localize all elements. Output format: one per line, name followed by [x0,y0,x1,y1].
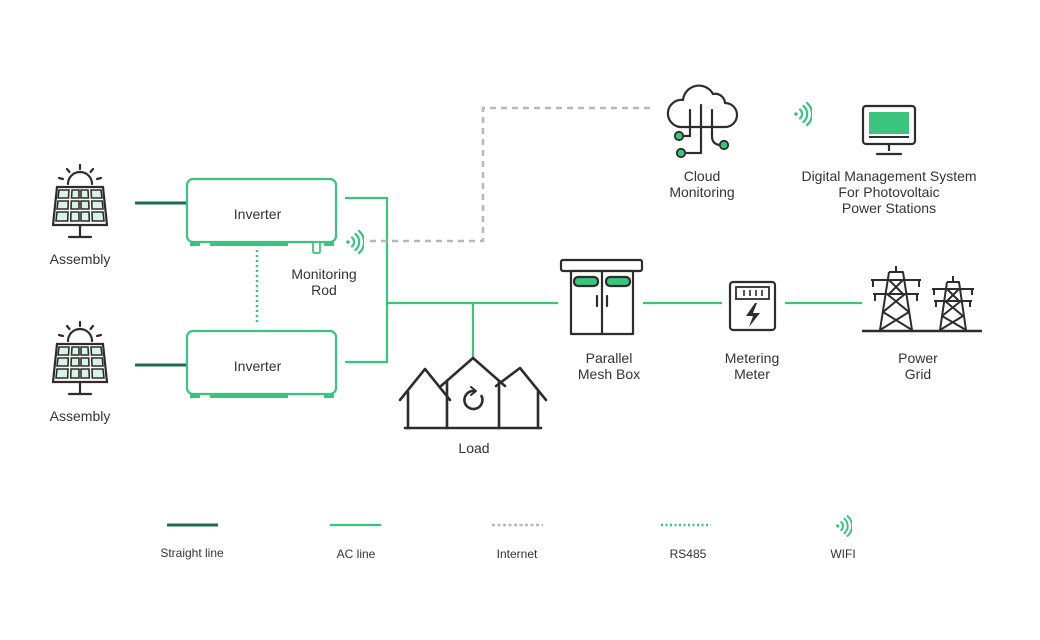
digital-management-label: Digital Management System For Photovolta… [801,168,977,216]
load-label: Load [458,440,490,456]
cloud-monitoring-label: Cloud Monitoring [669,168,735,200]
wifi-signal-icon [834,515,852,537]
assembly-bottom-label: Assembly [49,408,111,424]
legend-label-ac-line: AC line [336,547,376,561]
monitor-icon [861,104,917,156]
legend-label-wifi: WIFI [830,547,856,561]
solar-panel-icon [51,163,109,239]
wifi-signal-icon [793,102,812,126]
monitoring-rod-label: Monitoring Rod [291,266,357,298]
legend [167,515,852,537]
legend-label-rs485: RS485 [669,547,707,561]
legend-label-straight-line: Straight line [160,546,224,560]
legend-label-internet: Internet [496,547,538,561]
internet-line [370,106,655,243]
inverter-box-bottom [185,329,338,398]
assembly-top-label: Assembly [49,251,111,267]
power-tower-icon [862,266,982,333]
solar-panel-icon [51,320,109,396]
metering-meter-label: Metering Meter [724,350,780,382]
houses-icon [398,356,548,430]
distribution-cabinet-icon [559,258,644,336]
wifi-signal-icon [345,230,364,254]
inverter-top-label: Inverter [233,206,282,222]
energy-meter-icon [728,280,777,332]
cloud-monitoring-icon [666,84,739,155]
parallel-mesh-box-label: Parallel Mesh Box [577,350,641,382]
ac-line-inverter-top [345,196,389,364]
inverter-bottom-label: Inverter [233,358,282,374]
inverter-box-top [185,177,338,254]
power-grid-label: Power Grid [898,350,938,382]
